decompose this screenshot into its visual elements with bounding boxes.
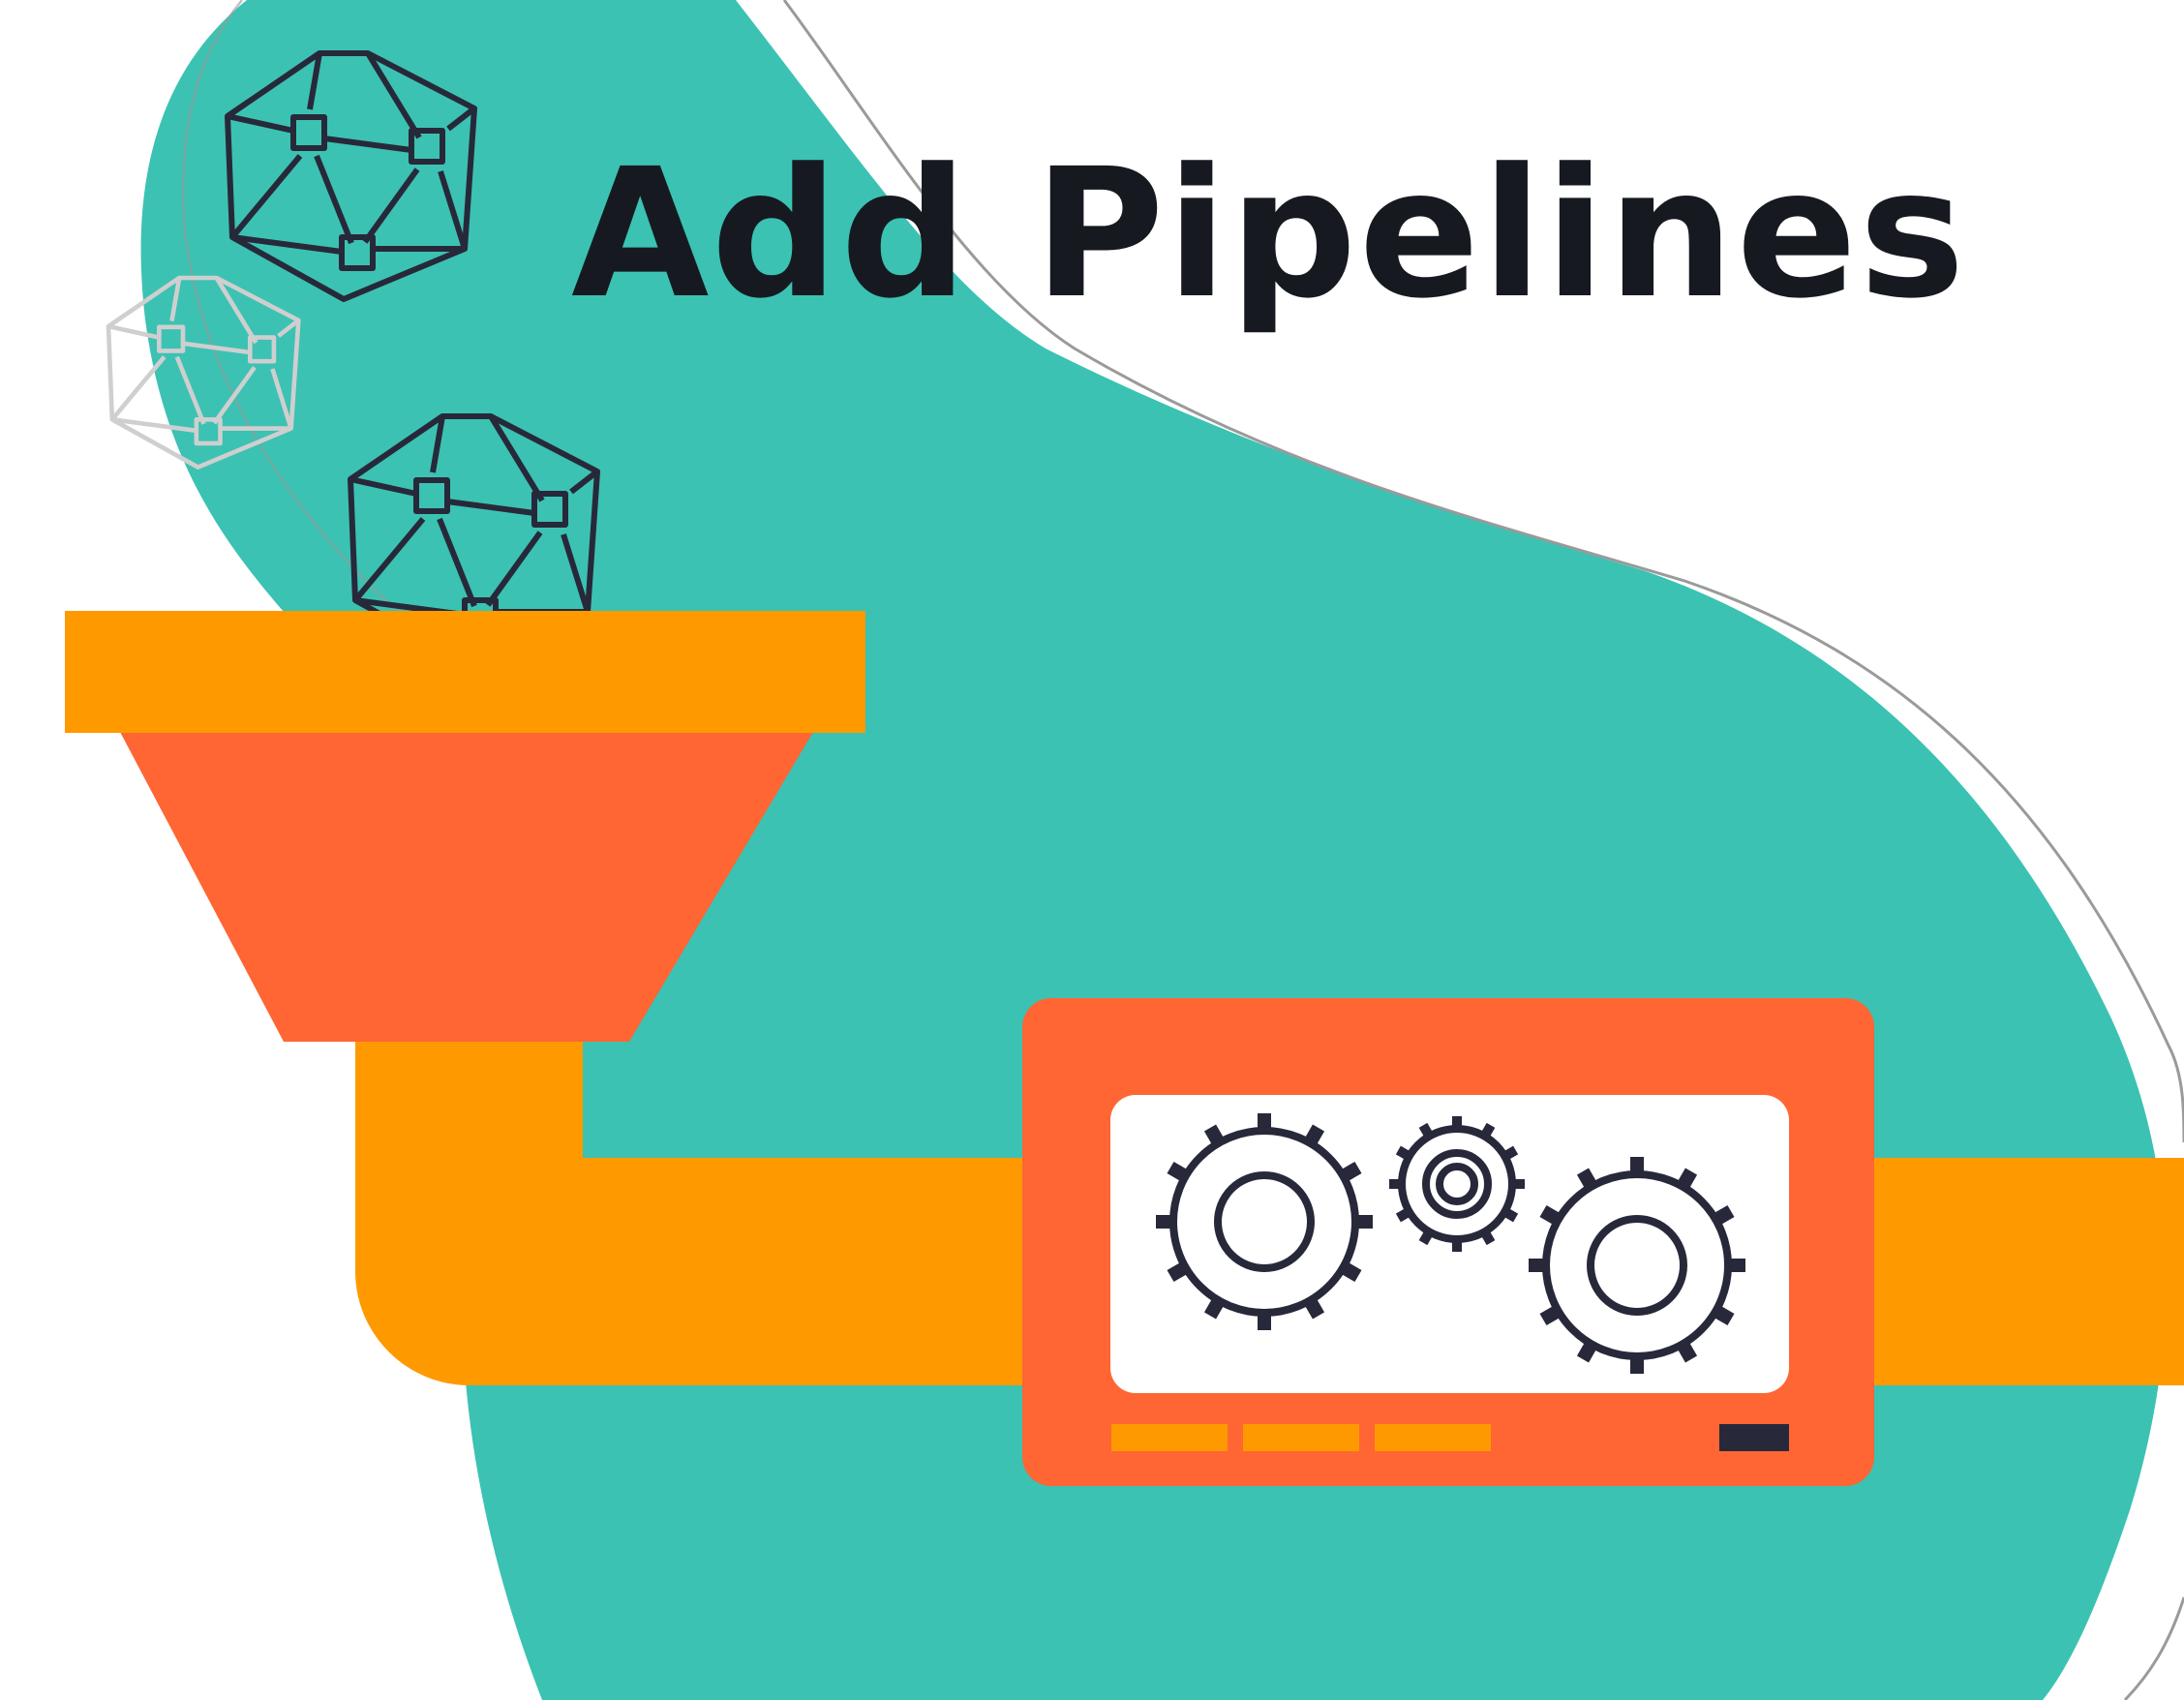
page-title: Add Pipelines xyxy=(571,131,1967,338)
indicator-bar xyxy=(1375,1424,1491,1451)
funnel-icon xyxy=(65,611,865,1042)
machine-icon xyxy=(1022,998,1874,1486)
outline-curve-left xyxy=(181,0,408,621)
outline-curve-bottom xyxy=(2123,1596,2184,1700)
gear-icon xyxy=(1156,1113,1373,1330)
indicator-bar xyxy=(1243,1424,1359,1451)
status-light xyxy=(1719,1424,1789,1451)
gear-icon xyxy=(1529,1157,1745,1374)
outline-curve xyxy=(782,0,2184,1143)
gear-icon xyxy=(1389,1116,1525,1252)
indicator-bar xyxy=(1111,1424,1228,1451)
